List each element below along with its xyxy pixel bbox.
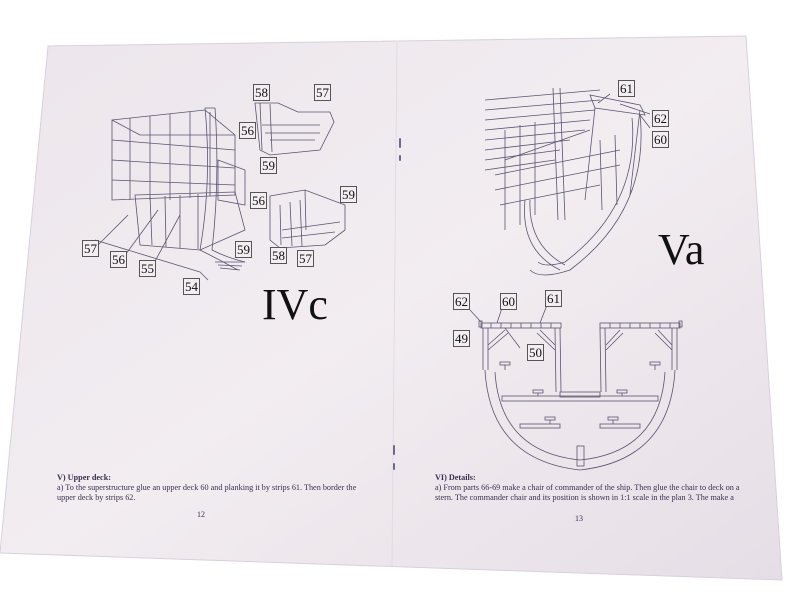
staple-bottom <box>393 445 395 455</box>
section-body-line: upper deck by strips 62. <box>57 493 136 502</box>
part-callout-60: 60 <box>500 293 517 310</box>
staple-top-end <box>399 155 401 161</box>
section-details: VI) Details: a) From parts 66-69 make a … <box>435 473 760 503</box>
part-callout-56: 56 <box>250 192 267 209</box>
section-body-line: a) To the superstructure glue an upper d… <box>57 483 357 492</box>
part-callout-59: 59 <box>260 157 277 174</box>
part-callout-56: 56 <box>110 251 127 268</box>
part-callout-61: 61 <box>545 290 562 307</box>
section-heading: VI) Details: <box>435 473 476 482</box>
part-callout-49: 49 <box>453 330 470 347</box>
part-callout-58: 58 <box>253 84 270 101</box>
part-callout-57: 57 <box>297 250 314 267</box>
section-upper-deck: V) Upper deck: a) To the superstructure … <box>57 473 357 503</box>
part-callout-50: 50 <box>527 344 544 361</box>
page-number-right: 13 <box>575 514 583 523</box>
part-callout-55: 55 <box>139 260 156 277</box>
figure-label-va: Va <box>658 225 705 274</box>
part-callout-57: 57 <box>82 240 99 257</box>
part-callout-57: 57 <box>314 84 331 101</box>
part-callout-61: 61 <box>618 80 635 97</box>
part-callout-54: 54 <box>183 278 200 295</box>
part-callout-62: 62 <box>453 293 470 310</box>
section-heading: V) Upper deck: <box>57 473 111 482</box>
page-number-left: 12 <box>197 510 205 519</box>
part-callout-60: 60 <box>652 131 669 148</box>
part-callout-59: 59 <box>340 186 357 203</box>
section-body-line: a) From parts 66-69 make a chair of comm… <box>435 483 740 492</box>
figure-label-ivc: IVc <box>262 280 328 329</box>
part-callout-56: 56 <box>239 122 256 139</box>
part-callout-58: 58 <box>270 247 287 264</box>
part-callout-62: 62 <box>652 110 669 127</box>
staple-top <box>399 138 401 148</box>
section-body-line: stern. The commander chair and its posit… <box>435 493 734 502</box>
staple-bottom-end <box>393 463 395 470</box>
part-callout-59: 59 <box>235 241 252 258</box>
